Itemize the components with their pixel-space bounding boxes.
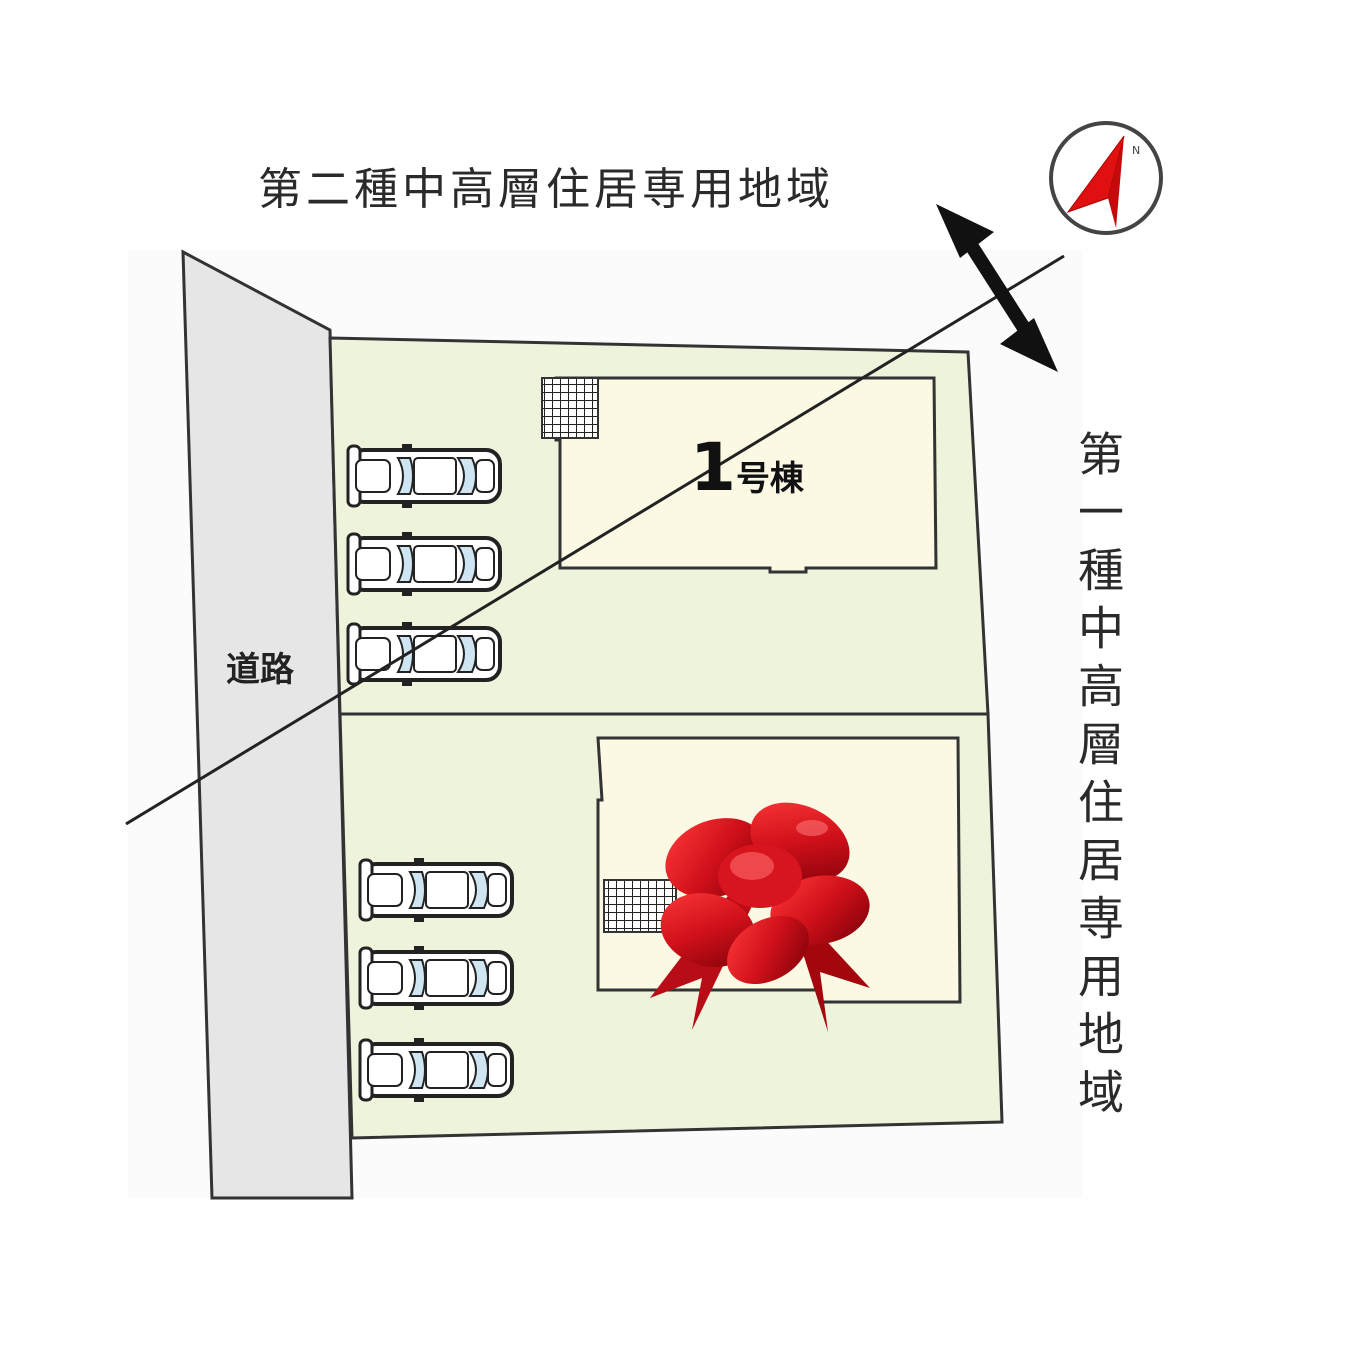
parking-spaces xyxy=(346,444,514,1102)
gift-bow-icon xyxy=(650,802,870,1032)
car-icon xyxy=(358,1038,514,1102)
car-icon xyxy=(358,946,514,1010)
car-icon xyxy=(358,858,514,922)
north-arrow-icon: N xyxy=(1049,121,1163,235)
car-icon xyxy=(346,444,502,508)
building-1-suffix: 号棟 xyxy=(735,459,804,499)
road-label: 道路 xyxy=(226,650,294,690)
building-1-label: 1号棟 xyxy=(690,428,804,508)
zone-boundary-line xyxy=(125,254,1065,826)
double-arrow-icon xyxy=(936,204,1058,372)
svg-text:N: N xyxy=(1132,144,1140,157)
zone-label-east: 第一種中高層住居専用地域 xyxy=(1071,430,1125,1126)
building-1-number: 1 xyxy=(690,429,736,506)
zone-label-north: 第二種中高層住居専用地域 xyxy=(258,164,834,215)
car-icon xyxy=(346,532,502,596)
road-strip xyxy=(181,249,354,1200)
building-1-deck xyxy=(541,377,599,439)
